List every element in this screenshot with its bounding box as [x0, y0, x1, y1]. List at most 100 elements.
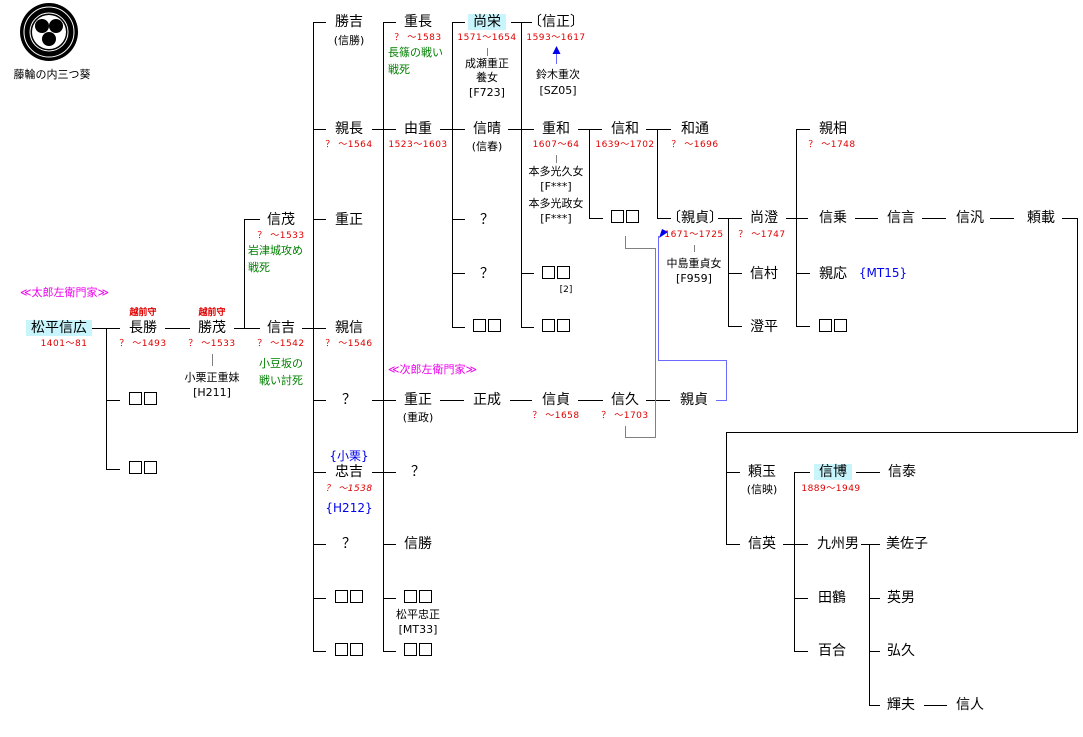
dates-chikanobu: ？ ～1546 — [325, 339, 373, 349]
origin-ref-nobumasa[interactable]: [SZ05] — [539, 84, 577, 97]
person-nobukazu[interactable]: 信和 — [611, 121, 639, 137]
note-matsudaira-tadamasa: 松平忠正 — [396, 608, 440, 621]
spouse-chikasada: 中島重貞女 — [666, 257, 722, 270]
person-nobunori[interactable]: 信乗 — [819, 210, 847, 226]
origin-nobumasa: 鈴木重次 — [536, 68, 580, 81]
person-nobuhide[interactable]: 信英 — [748, 536, 776, 552]
spouse2-ref-shigekazu[interactable]: [F***] — [540, 212, 572, 225]
dates-nobuhiro: 1401～81 — [40, 339, 88, 349]
person-unknown[interactable]: ？ — [480, 266, 494, 282]
person-nobuharu[interactable]: 信晴 — [473, 121, 501, 137]
note-shigenaga: 長篠の戦い戦死 — [388, 46, 443, 76]
person-nobutoki[interactable]: 信言 — [887, 210, 915, 226]
person-nobuhisa[interactable]: 信久 — [611, 392, 639, 408]
alias-nobuharu: (信春) — [471, 140, 503, 153]
person-tazu[interactable]: 田鶴 — [818, 590, 846, 606]
person-teruo[interactable]: 輝夫 — [887, 697, 915, 713]
dates-katsushige: ？ ～1533 — [188, 339, 236, 349]
person-placeholder[interactable] — [334, 590, 364, 606]
person-placeholder[interactable] — [403, 590, 433, 606]
dates-nagakatsu: ？ ～1493 — [119, 339, 167, 349]
person-nobuyoshi[interactable]: 信吉 — [267, 320, 295, 336]
dates-chikasada: 1671～1725 — [664, 230, 724, 240]
dates-chikanaga: ？ ～1564 — [325, 140, 373, 150]
person-unknown[interactable]: ？ — [342, 536, 356, 552]
title-nagakatsu: 越前守 — [129, 308, 157, 318]
person-katsuyoshi[interactable]: 勝吉 — [335, 14, 363, 30]
person-placeholder[interactable] — [541, 266, 571, 282]
person-masanari[interactable]: 正成 — [473, 392, 501, 408]
ref-matsudaira-tadamasa[interactable]: [MT33] — [398, 623, 438, 636]
spouse1-ref-shigekazu[interactable]: [F***] — [540, 180, 572, 193]
alias-shigemasa-jiro: (重政) — [402, 411, 434, 424]
person-unknown[interactable]: ？ — [480, 212, 494, 228]
person-chikasada[interactable]: 〔親貞〕 — [667, 210, 723, 226]
person-nobuhiro2[interactable]: 信汎 — [956, 210, 984, 226]
person-placeholder[interactable] — [334, 643, 364, 659]
dates-kazumichi: ？ ～1696 — [671, 140, 719, 150]
person-placeholder[interactable] — [541, 319, 571, 335]
person-misako[interactable]: 美佐子 — [886, 536, 928, 552]
person-nobuhiro[interactable]: 松平信広 — [26, 320, 92, 336]
person-yoritama[interactable]: 頼玉 — [748, 464, 776, 480]
alias-katsuyoshi: (信勝) — [333, 34, 365, 47]
person-nobuto[interactable]: 信人 — [956, 697, 984, 713]
person-shigenaga[interactable]: 重長 — [404, 14, 432, 30]
spouse2-shigekazu: 本多光政女 — [528, 197, 584, 210]
person-shigemasa[interactable]: 重正 — [335, 212, 363, 228]
house-label-jiro: ≪次郎左衛門家≫ — [388, 363, 478, 376]
person-nobumura[interactable]: 信村 — [750, 266, 778, 282]
house-label-taro: ≪太郎左衛門家≫ — [20, 286, 110, 299]
person-kusuo[interactable]: 九州男 — [817, 536, 859, 552]
person-placeholder[interactable] — [128, 392, 158, 408]
person-nobuhiro3[interactable]: 信博 — [814, 464, 852, 480]
person-placeholder[interactable] — [818, 319, 848, 335]
person-nobumasa[interactable]: 〔信正〕 — [528, 14, 584, 30]
person-naozumi[interactable]: 尚澄 — [750, 210, 778, 226]
spouse-ref-chikasada[interactable]: [F959] — [676, 272, 712, 285]
person-nobushige[interactable]: 信茂 — [267, 212, 295, 228]
person-placeholder[interactable] — [128, 461, 158, 477]
person-yorinori[interactable]: 頼載 — [1027, 210, 1055, 226]
spouse-ref-katsushige[interactable]: [H211] — [193, 386, 231, 399]
person-placeholder[interactable] — [610, 210, 640, 226]
person-nobuyasu[interactable]: 信泰 — [888, 464, 916, 480]
person-kazumichi[interactable]: 和通 — [681, 121, 709, 137]
person-unknown[interactable]: ？ — [411, 464, 425, 480]
spouse1-shigekazu: 本多光久女 — [528, 165, 584, 178]
person-chikasada-jiro[interactable]: 親貞 — [680, 392, 708, 408]
person-naohide[interactable]: 尚栄 — [468, 14, 506, 30]
dates-nobuhisa: ？ ～1703 — [601, 411, 649, 421]
title-katsushige: 越前守 — [198, 308, 226, 318]
person-nobusada[interactable]: 信貞 — [542, 392, 570, 408]
person-sumihira[interactable]: 澄平 — [750, 319, 778, 335]
ref-tadayoshi[interactable]: {H212} — [325, 501, 373, 515]
person-nobukatsu[interactable]: 信勝 — [404, 536, 432, 552]
person-placeholder[interactable] — [472, 319, 502, 335]
ref-chikamasa[interactable]: {MT15} — [858, 266, 908, 280]
dates-tadayoshi: ？ ～1538 — [325, 484, 373, 494]
person-hideo[interactable]: 英男 — [887, 590, 915, 606]
person-nagakatsu[interactable]: 長勝 — [129, 320, 157, 336]
person-chikamasa[interactable]: 親応 — [819, 266, 847, 282]
person-yuri[interactable]: 百合 — [818, 643, 846, 659]
mitsuba-aoi-crest-icon — [18, 2, 80, 62]
person-katsushige[interactable]: 勝茂 — [198, 320, 226, 336]
person-tadayoshi[interactable]: 忠吉 — [335, 464, 363, 480]
person-shigekazu[interactable]: 重和 — [542, 121, 570, 137]
person-chikanaga[interactable]: 親長 — [335, 121, 363, 137]
person-chikasuke[interactable]: 親相 — [819, 121, 847, 137]
person-placeholder[interactable] — [403, 643, 433, 659]
person-shigemasa-jiro[interactable]: 重正 — [404, 392, 432, 408]
person-chikanobu[interactable]: 親信 — [335, 320, 363, 336]
person-hirohisa[interactable]: 弘久 — [887, 643, 915, 659]
crest-label: 藤輪の内三つ葵 — [13, 68, 91, 81]
person-unknown[interactable]: ？ — [342, 392, 356, 408]
spouse-katsushige: 小栗正重妹 — [184, 371, 240, 384]
house-ref-tadayoshi[interactable]: {小栗} — [329, 449, 369, 463]
person-yoshishige[interactable]: 由重 — [404, 121, 432, 137]
dates-shigenaga: ？ ～1583 — [394, 33, 442, 43]
spouse-ref-naohide[interactable]: [F723] — [469, 86, 505, 99]
note-nobushige: 岩津城攻め戦死 — [248, 244, 303, 274]
